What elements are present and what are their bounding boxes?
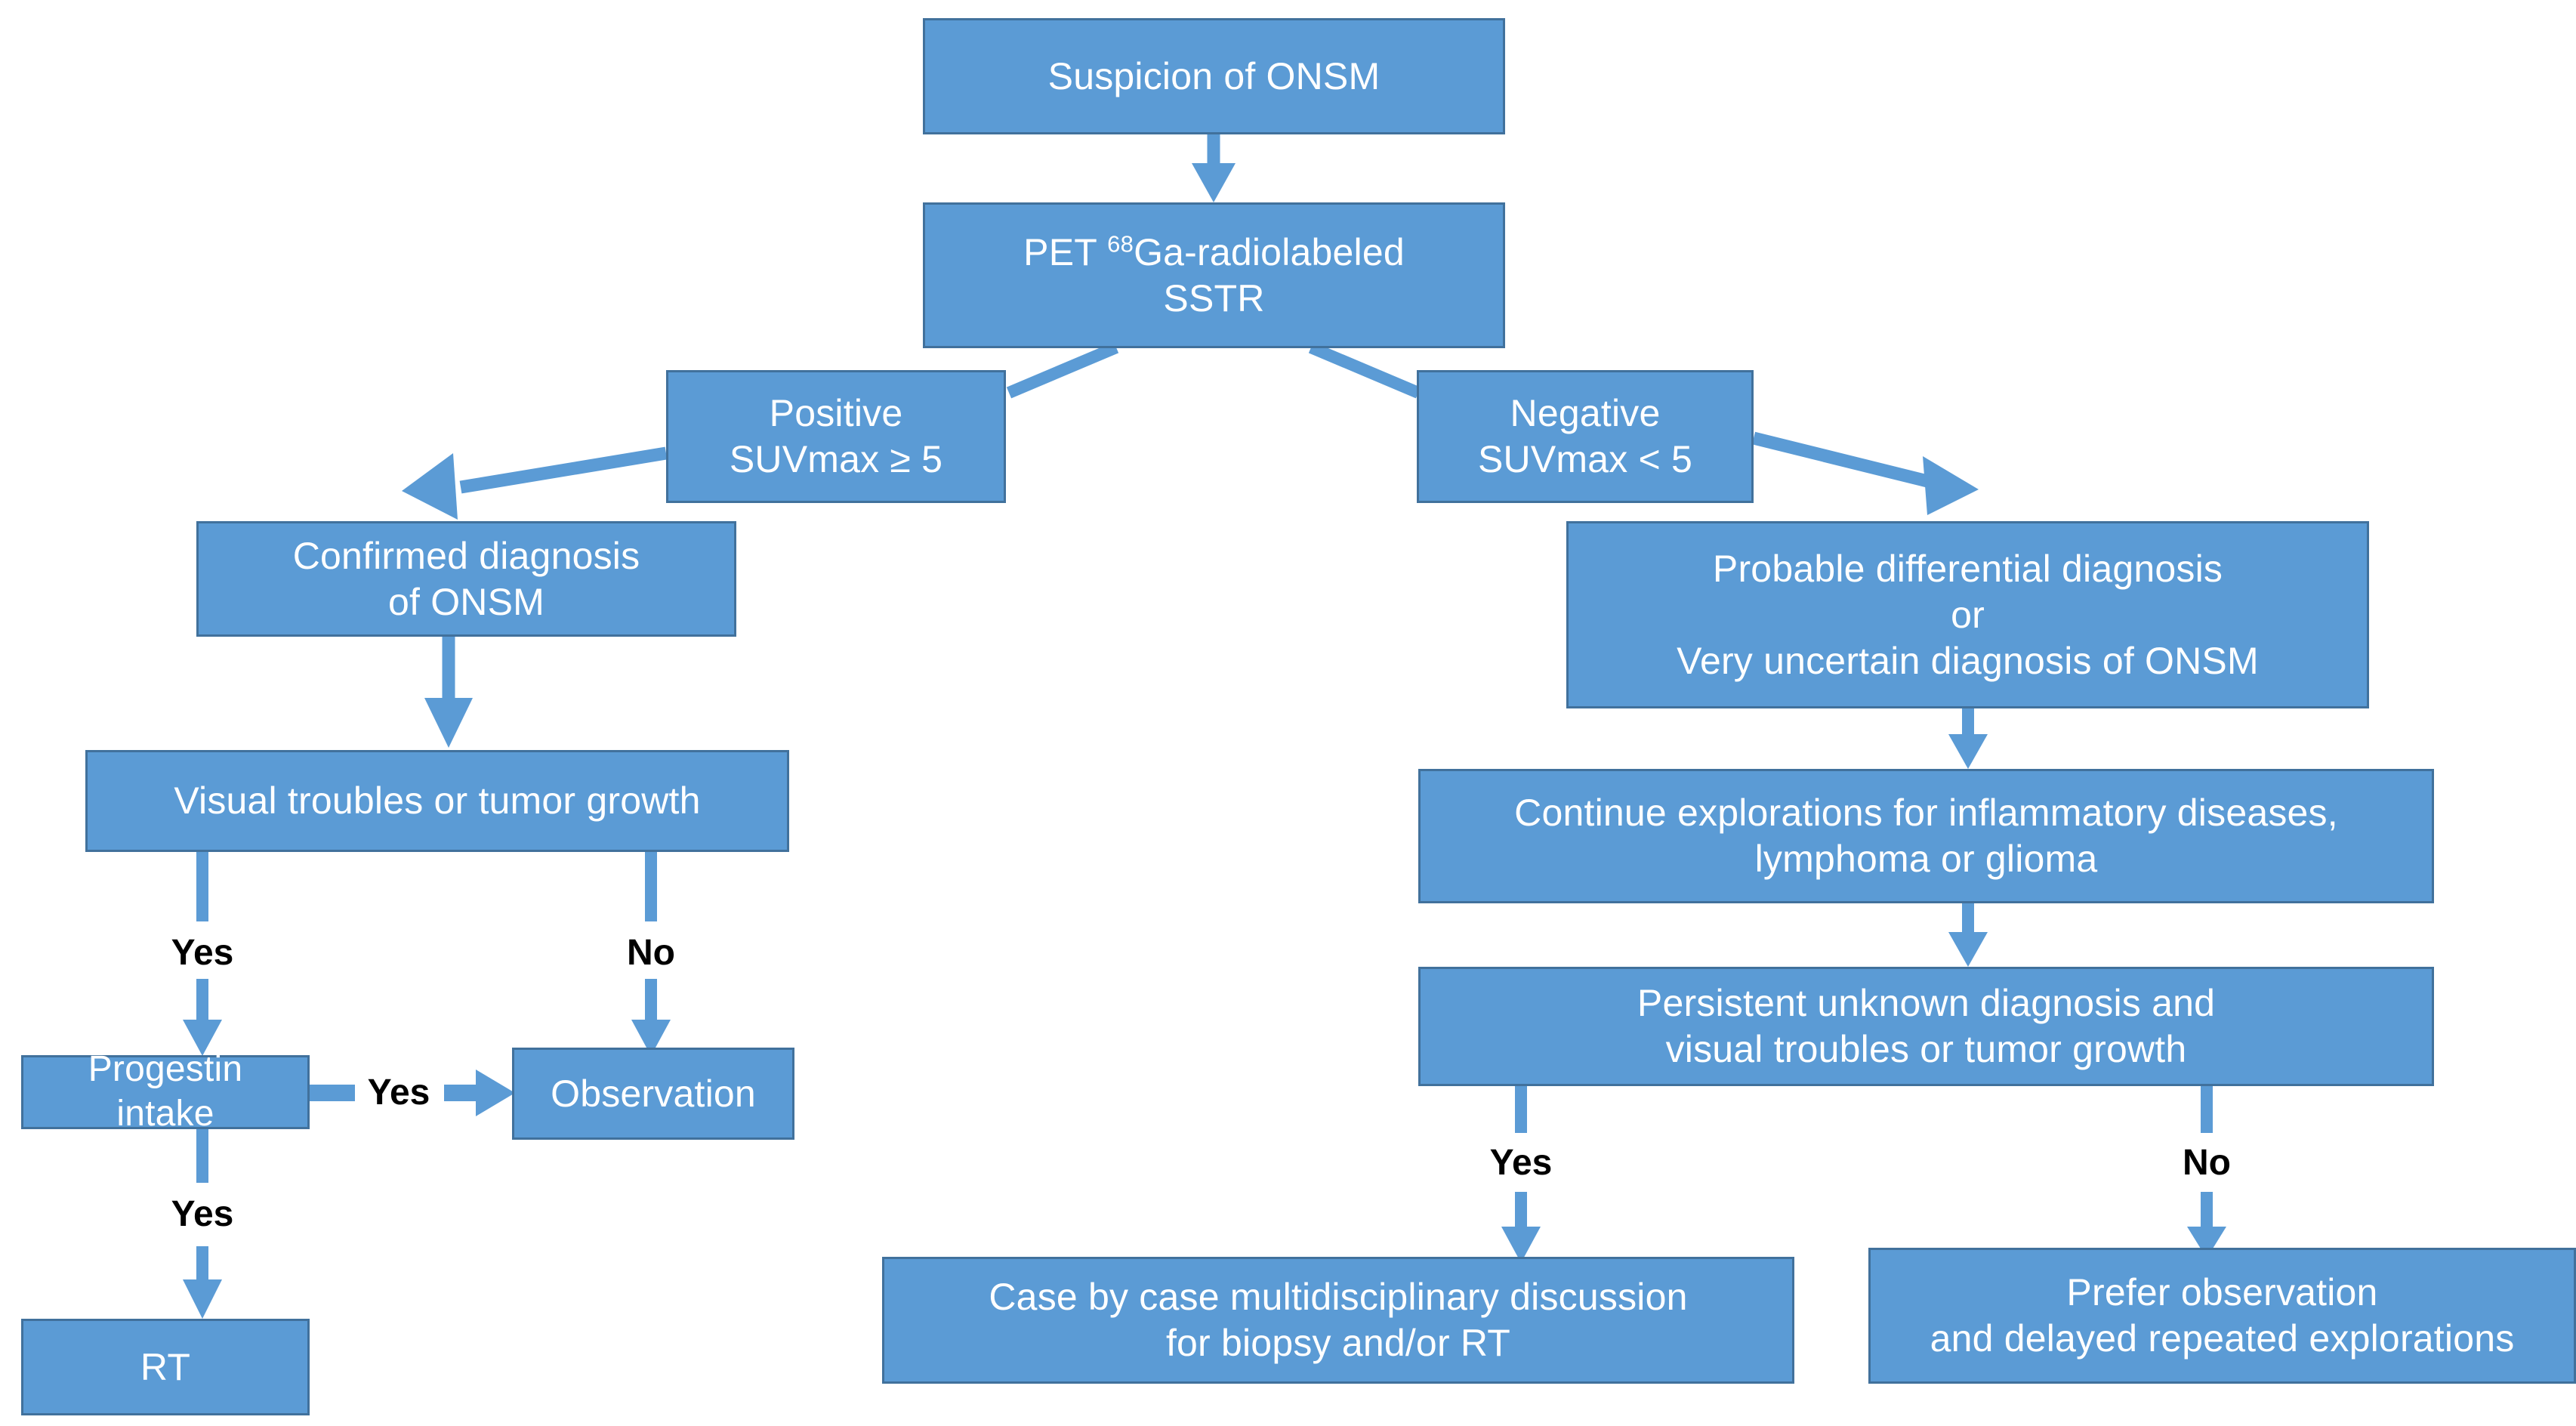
node-label: Observation	[551, 1072, 756, 1115]
node-label: Probable differential diagnosis or Very …	[1677, 547, 2259, 682]
node-progestin-intake[interactable]: Progestin intake	[21, 1049, 310, 1134]
edge-negative-to-probable	[1751, 431, 1979, 515]
edge-label-progestin-yes-right: Yes	[367, 1073, 430, 1113]
node-label: Visual troubles or tumor growth	[174, 779, 701, 822]
edge-label-persistent-yes: Yes	[1489, 1143, 1553, 1183]
edge-label-visual-no: No	[627, 933, 675, 973]
edge-pet-to-negative	[1308, 341, 1421, 399]
node-case-by-case-discussion[interactable]: Case by case multidisciplinary discussio…	[882, 1257, 1794, 1384]
node-positive-suvmax[interactable]: Positive SUVmax ≥ 5	[666, 370, 1006, 503]
edge-label-persistent-no: No	[2183, 1143, 2231, 1183]
edge-suspicion-to-pet	[1192, 134, 1236, 202]
node-visual-troubles-or-tumor-growth[interactable]: Visual troubles or tumor growth	[85, 750, 789, 852]
node-label: RT	[140, 1345, 191, 1388]
node-label: Positive SUVmax ≥ 5	[729, 392, 943, 480]
edge-confirmed-to-visual	[424, 637, 473, 748]
node-prefer-observation[interactable]: Prefer observation and delayed repeated …	[1868, 1248, 2576, 1384]
edge-positive-to-confirmed	[402, 446, 668, 520]
node-rt[interactable]: RT	[21, 1319, 310, 1415]
node-suspicion-of-onsm[interactable]: Suspicion of ONSM	[923, 18, 1505, 134]
node-label: Case by case multidisciplinary discussio…	[989, 1276, 1688, 1364]
node-negative-suvmax[interactable]: Negative SUVmax < 5	[1417, 370, 1754, 503]
node-label: Prefer observation and delayed repeated …	[1930, 1271, 2515, 1360]
node-confirmed-diagnosis-onsm[interactable]: Confirmed diagnosis of ONSM	[196, 521, 736, 637]
edge-probable-to-continue	[1948, 708, 1988, 769]
node-label: Confirmed diagnosis of ONSM	[292, 534, 640, 623]
node-observation[interactable]: Observation	[512, 1048, 794, 1140]
edge-label-progestin-yes-down: Yes	[171, 1194, 234, 1234]
node-continue-explorations[interactable]: Continue explorations for inflammatory d…	[1418, 769, 2434, 903]
node-label: Suspicion of ONSM	[1047, 54, 1381, 97]
node-label: Persistent unknown diagnosis and visual …	[1637, 982, 2216, 1070]
node-label: Negative SUVmax < 5	[1477, 392, 1693, 480]
node-label: Progestin intake	[88, 1049, 243, 1134]
edge-label-visual-yes: Yes	[171, 933, 234, 973]
edge-continue-to-persistent	[1948, 903, 1988, 967]
node-label: Continue explorations for inflammatory d…	[1514, 792, 2338, 880]
node-persistent-unknown-diagnosis[interactable]: Persistent unknown diagnosis and visual …	[1418, 967, 2434, 1086]
edge-pet-to-positive	[1006, 341, 1119, 399]
node-probable-differential-diagnosis[interactable]: Probable differential diagnosis or Very …	[1566, 521, 2369, 708]
